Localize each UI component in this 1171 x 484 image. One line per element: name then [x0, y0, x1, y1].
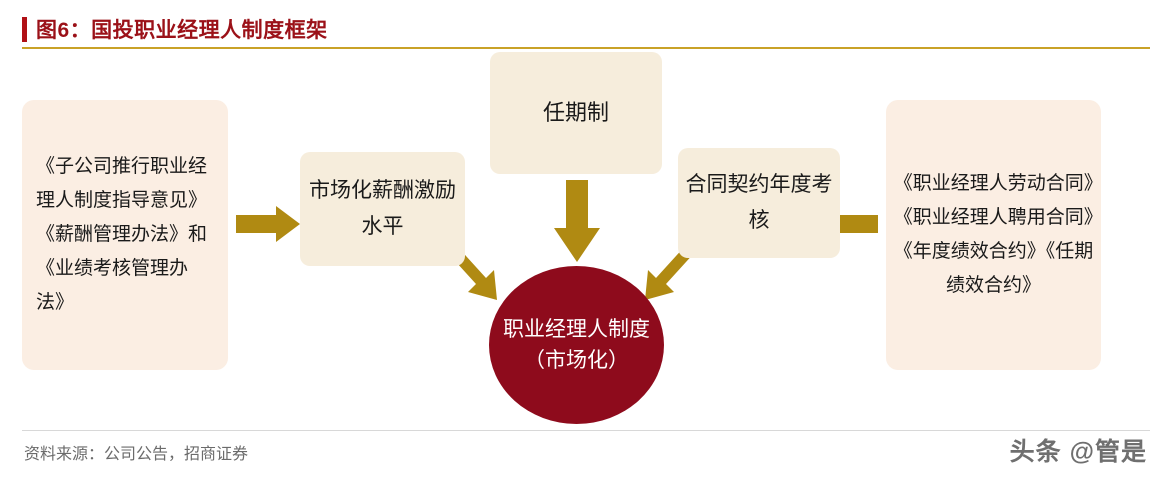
node-salary[interactable]: 市场化薪酬激励水平 [300, 152, 465, 266]
title-divider [22, 47, 1150, 49]
node-docs-right-label: 《职业经理人劳动合同》《职业经理人聘用合同》《年度绩效合约》《任期绩效合约》 [893, 172, 1094, 297]
node-center[interactable]: 职业经理人制度（市场化） [489, 266, 664, 424]
node-contract-label: 合同契约年度考核 [685, 172, 833, 232]
node-term[interactable]: 任期制 [490, 52, 662, 174]
node-salary-label: 市场化薪酬激励水平 [309, 178, 456, 238]
page-title: 图6：国投职业经理人制度框架 [36, 19, 328, 42]
node-docs-right[interactable]: 《职业经理人劳动合同》《职业经理人聘用合同》《年度绩效合约》《任期绩效合约》 [886, 100, 1101, 370]
watermark-label: 头条 @管是 [1009, 438, 1147, 466]
node-term-label: 任期制 [542, 99, 609, 125]
arrow-term-to-center [554, 180, 600, 262]
node-docs-left[interactable]: 《子公司推行职业经理人制度指导意见》《薪酬管理办法》和《业绩考核管理办法》 [22, 100, 228, 370]
title-accent-bar [22, 17, 27, 42]
node-center-label: 职业经理人制度（市场化） [503, 316, 650, 373]
figure-header: 图6：国投职业经理人制度框架 [22, 14, 1150, 48]
footer-divider [22, 430, 1150, 431]
arrow-docs-left-to-salary [236, 206, 300, 242]
node-contract[interactable]: 合同契约年度考核 [678, 148, 840, 258]
node-docs-left-label: 《子公司推行职业经理人制度指导意见》《薪酬管理办法》和《业绩考核管理办法》 [36, 155, 208, 314]
source-note: 资料来源：公司公告，招商证券 [24, 446, 249, 463]
